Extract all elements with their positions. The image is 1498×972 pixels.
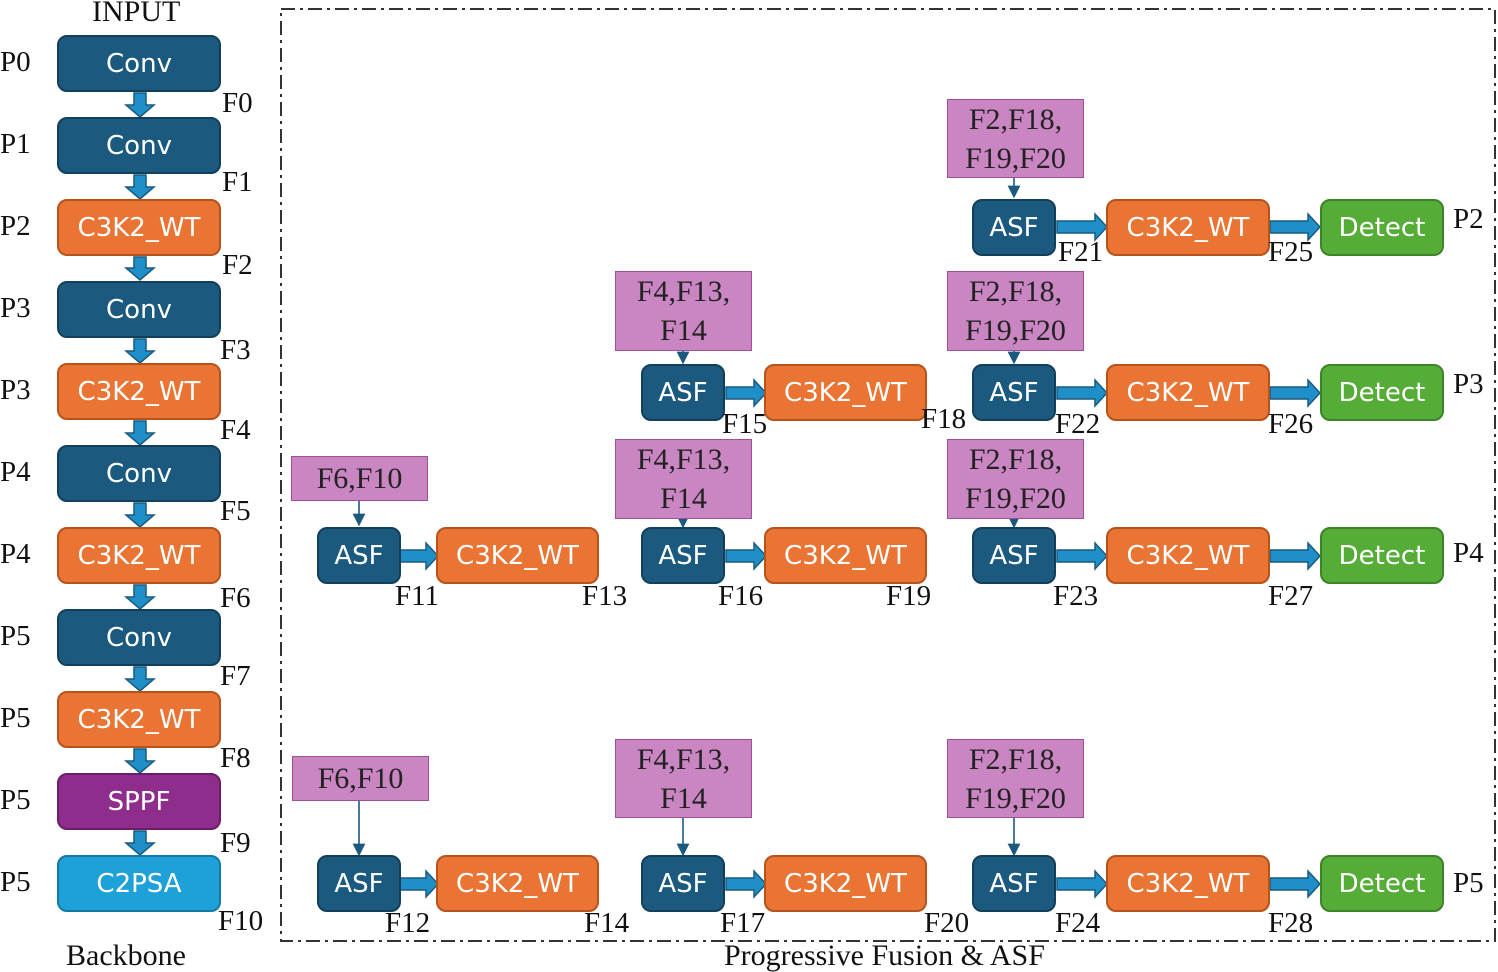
c3k2-block-f25: C3K2_WT (1106, 199, 1270, 256)
source-box-p3-b: F2,F18, F19,F20 (947, 271, 1084, 351)
f-label: F20 (924, 907, 970, 939)
c3k2-block-f14: C3K2_WT (436, 855, 599, 912)
f-label: F1 (222, 166, 253, 198)
backbone-block-conv: Conv (57, 445, 221, 502)
f-label: F28 (1268, 907, 1314, 939)
source-box-p5-b: F4,F13, F14 (615, 739, 752, 818)
backbone-block-c3k2: C3K2_WT (57, 363, 221, 420)
c3k2-block-f26: C3K2_WT (1106, 364, 1270, 421)
backbone-block-c3k2: C3K2_WT (57, 691, 221, 748)
source-box-p4-c: F2,F18, F19,F20 (947, 439, 1084, 519)
source-box-p2: F2,F18, F19,F20 (947, 99, 1084, 178)
f-label: F19 (886, 580, 932, 612)
backbone-arrows (123, 92, 157, 856)
level-label: P0 (0, 46, 31, 78)
backbone-block-conv: Conv (57, 281, 221, 338)
level-label: P1 (0, 128, 31, 160)
f-label: F4 (220, 414, 251, 446)
output-label-p2: P2 (1453, 203, 1484, 235)
f-label: F21 (1058, 236, 1104, 268)
backbone-block-sppf: SPPF (57, 773, 221, 830)
level-label: P4 (0, 456, 31, 488)
c3k2-block-f18: C3K2_WT (764, 364, 927, 421)
f-label: F22 (1055, 408, 1101, 440)
asf-block-f23: ASF (972, 527, 1056, 584)
asf-block-f11: ASF (317, 527, 401, 584)
f-label: F15 (722, 408, 768, 440)
level-label: P5 (0, 866, 31, 898)
backbone-title: Backbone (66, 939, 186, 972)
backbone-block-c3k2: C3K2_WT (57, 527, 221, 584)
asf-block-f24: ASF (972, 855, 1056, 912)
c3k2-block-f20: C3K2_WT (764, 855, 927, 912)
output-label-p4: P4 (1453, 537, 1484, 569)
source-arrows (352, 178, 1021, 857)
detect-block-p4: Detect (1320, 527, 1444, 584)
output-label-p5: P5 (1453, 867, 1484, 899)
asf-block-f15: ASF (641, 364, 725, 421)
c3k2-block-f28: C3K2_WT (1106, 855, 1270, 912)
f-label: F13 (582, 580, 628, 612)
c3k2-block-f27: C3K2_WT (1106, 527, 1270, 584)
f-label: F17 (720, 907, 766, 939)
backbone-block-conv: Conv (57, 117, 221, 174)
f-label: F6 (220, 582, 251, 614)
f-label: F27 (1268, 580, 1314, 612)
f-label: F14 (584, 907, 630, 939)
f-label: F18 (921, 403, 967, 435)
f-label: F16 (718, 580, 764, 612)
f-label: F7 (220, 660, 251, 692)
level-label: P3 (0, 292, 31, 324)
asf-block-f16: ASF (641, 527, 725, 584)
f-label: F9 (220, 827, 251, 859)
f-label: F25 (1268, 236, 1314, 268)
input-title: INPUT (92, 0, 181, 28)
f-label: F0 (222, 87, 253, 119)
f-label: F2 (222, 249, 253, 281)
source-box-p4-a: F6,F10 (291, 456, 428, 501)
level-label: P5 (0, 620, 31, 652)
backbone-block-c2psa: C2PSA (57, 855, 221, 912)
f-label: F24 (1055, 907, 1101, 939)
f-label: F5 (220, 495, 251, 527)
detect-block-p5: Detect (1320, 855, 1444, 912)
source-box-p5-c: F2,F18, F19,F20 (947, 739, 1084, 818)
f-label: F26 (1268, 408, 1314, 440)
level-label: P5 (0, 702, 31, 734)
asf-block-f22: ASF (972, 364, 1056, 421)
f-label: F23 (1053, 580, 1099, 612)
neck-title: Progressive Fusion & ASF (724, 939, 1045, 972)
f-label: F3 (220, 334, 251, 366)
detect-block-p3: Detect (1320, 364, 1444, 421)
fusion-arrows (399, 212, 1322, 899)
backbone-block-conv: Conv (57, 609, 221, 666)
backbone-block-c3k2: C3K2_WT (57, 199, 221, 256)
c3k2-block-f19: C3K2_WT (764, 527, 927, 584)
f-label: F11 (395, 580, 440, 612)
detect-block-p2: Detect (1320, 199, 1444, 256)
f-label: F12 (385, 907, 431, 939)
source-box-p4-b: F4,F13, F14 (615, 439, 752, 519)
backbone-block-conv: Conv (57, 35, 221, 92)
neck-frame (280, 8, 1496, 942)
output-label-p3: P3 (1453, 368, 1484, 400)
f-label: F8 (220, 742, 251, 774)
asf-block-f21: ASF (972, 199, 1056, 256)
level-label: P3 (0, 374, 31, 406)
f-label: F10 (218, 905, 264, 937)
level-label: P5 (0, 784, 31, 816)
level-label: P4 (0, 538, 31, 570)
level-label: P2 (0, 210, 31, 242)
source-box-p5-a: F6,F10 (292, 756, 429, 801)
source-box-p3-a: F4,F13, F14 (615, 271, 752, 351)
asf-block-f17: ASF (641, 855, 725, 912)
c3k2-block-f13: C3K2_WT (436, 527, 599, 584)
asf-block-f12: ASF (317, 855, 401, 912)
